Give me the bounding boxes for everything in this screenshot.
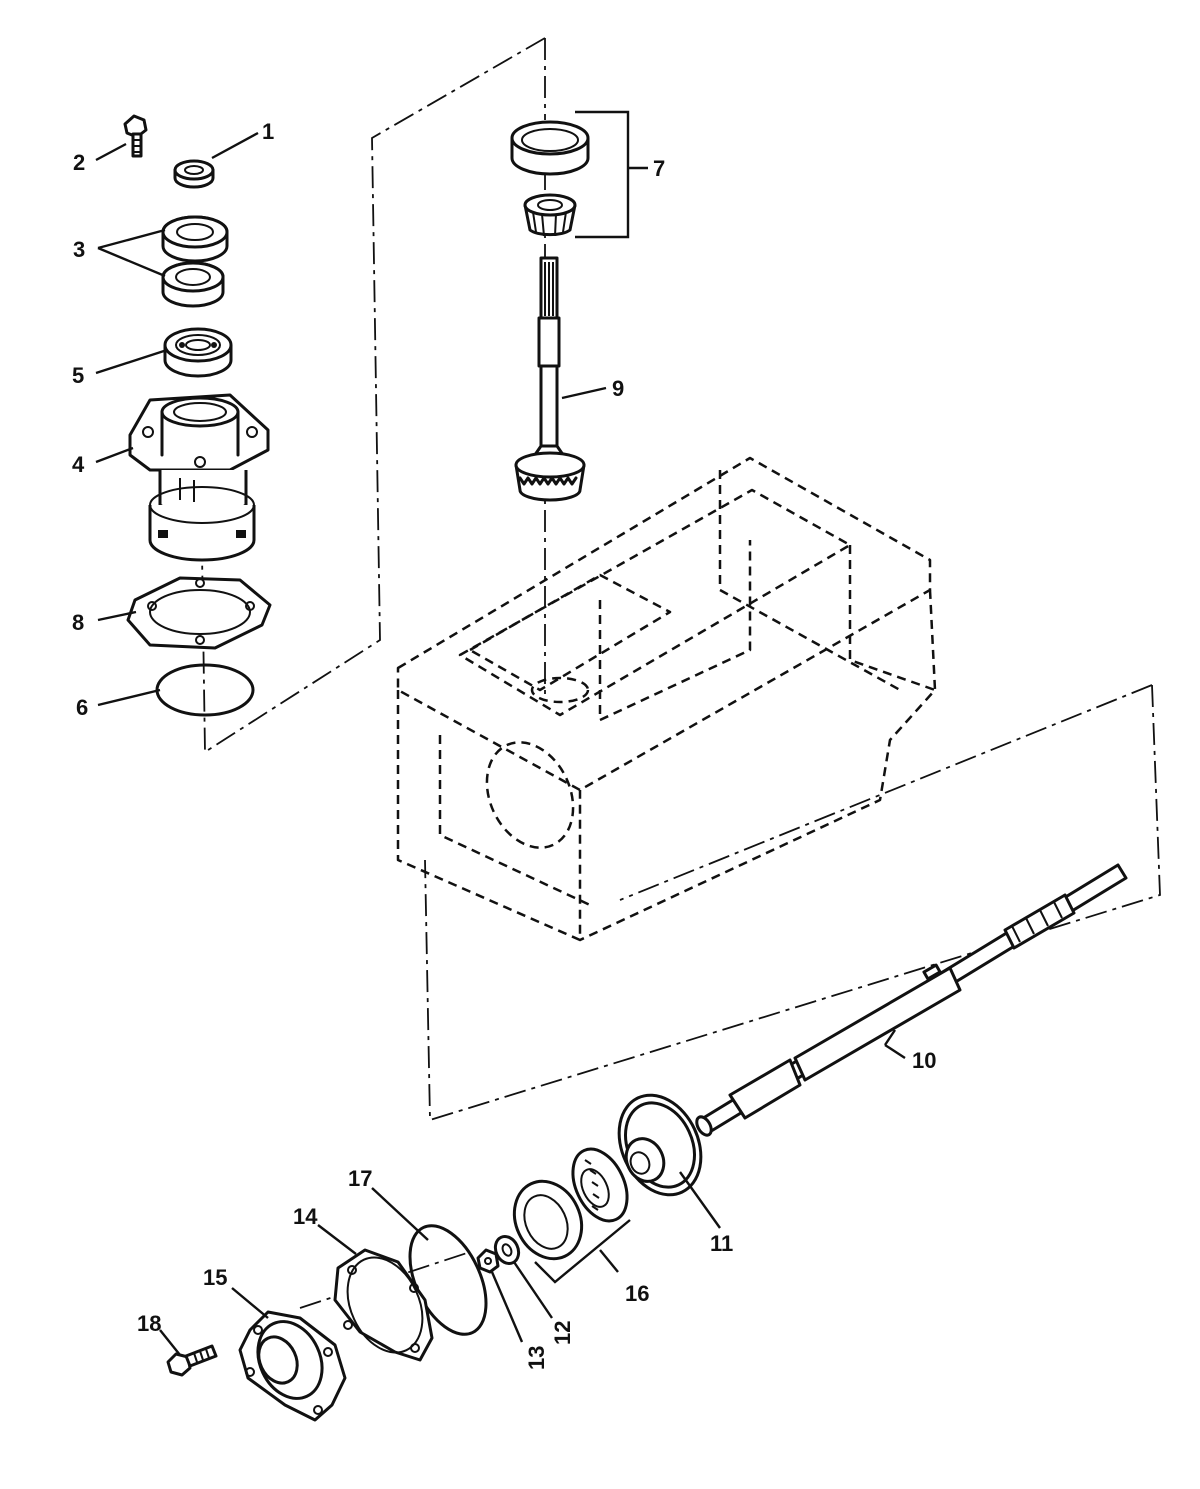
tapered-roller-bearing-upper-part [510,120,590,237]
callout-13: 13 [524,1346,549,1370]
callout-8: 8 [72,610,84,635]
callout-2: 2 [73,150,85,175]
callout-1: 1 [262,119,274,144]
callout-18: 18 [137,1311,161,1336]
nut-part [476,1248,500,1274]
callout-14: 14 [293,1204,318,1229]
callout-11: 11 [710,1231,733,1256]
callout-9: 9 [612,376,624,401]
ball-bearing-part [163,327,233,378]
callout-6: 6 [76,695,88,720]
tapered-roller-bearing-lower-part [512,1147,631,1284]
callout-labels: 1 2 3 4 5 6 7 8 9 10 11 12 13 14 15 [72,110,936,1370]
pinion-shaft-part [514,256,586,502]
bearing-carrier-part [128,393,270,562]
callout-17: 17 [348,1166,372,1191]
callout-4: 4 [72,452,85,477]
callout-7: 7 [653,156,665,181]
end-cover-part [238,1310,347,1422]
gasket-part [126,576,272,650]
callout-3: 3 [73,237,85,262]
callout-5: 5 [72,363,84,388]
gasket-lower-part [333,1248,434,1362]
forward-gear-part [617,1093,703,1197]
callout-15: 15 [203,1265,227,1290]
small-seal-part [173,159,215,189]
callout-12: 12 [550,1321,575,1345]
bolt-part [123,114,148,158]
gear-housing-phantom [396,456,937,942]
propeller-shaft-part [695,863,1128,1137]
callout-10: 10 [912,1048,936,1073]
callout-16: 16 [625,1281,649,1306]
cover-bolt-part [166,1344,218,1377]
oil-seal-pair-part [161,215,229,308]
